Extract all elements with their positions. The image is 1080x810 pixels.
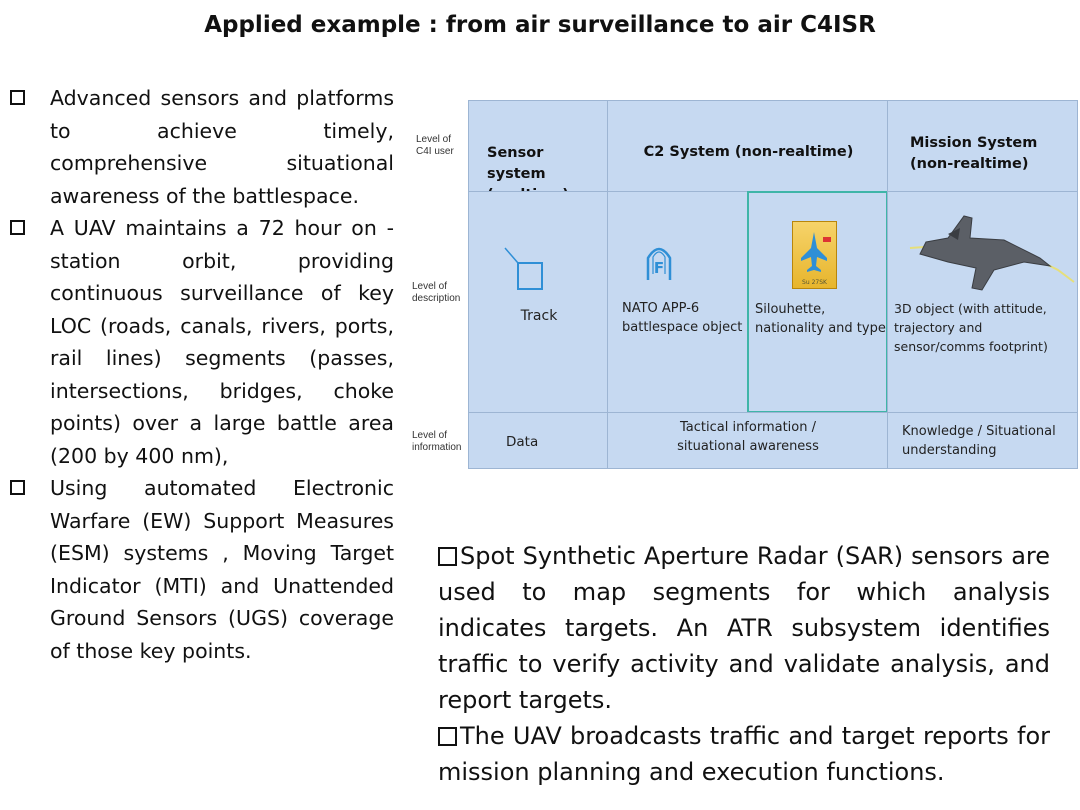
info-knowledge-label: Knowledge / Situational understanding — [902, 424, 1056, 458]
desc-cell-track: Track — [468, 191, 608, 413]
right-bullet-text: Spot Synthetic Aperture Radar (SAR) sens… — [438, 542, 1050, 714]
row-label-user: Level of C4I user — [416, 134, 454, 157]
right-bullet-item: Spot Synthetic Aperture Radar (SAR) sens… — [438, 538, 1050, 718]
checkbox-bullet-icon — [10, 220, 25, 235]
left-bullet-item: Using automated Electronic Warfare (EW) … — [10, 472, 394, 667]
left-bullet-text: A UAV maintains a 72 hour on -station or… — [50, 216, 394, 468]
info-tactical-label: Tactical information / situational aware… — [677, 420, 819, 454]
header-cell-sensor: Sensor system (realtime) — [468, 100, 608, 203]
right-bullet-list: Spot Synthetic Aperture Radar (SAR) sens… — [438, 538, 1050, 790]
checkbox-bullet-icon — [10, 480, 25, 495]
left-bullet-item: A UAV maintains a 72 hour on -station or… — [10, 212, 394, 472]
aircraft-silhouette-icon: Su 27SK — [792, 221, 837, 289]
nato-symbol-letter: F — [654, 259, 664, 277]
nato-label: NATO APP-6 battlespace object — [622, 301, 743, 335]
desc-cell-3d-object: 3D object (with attitude, trajectory and… — [887, 191, 1078, 413]
nato-symbol-icon: F — [646, 247, 672, 280]
left-bullet-item: Advanced sensors and platforms to achiev… — [10, 82, 394, 212]
right-bullet-text: The UAV broadcasts traffic and target re… — [438, 722, 1050, 786]
right-bullet-item: The UAV broadcasts traffic and target re… — [438, 718, 1050, 790]
header-c2-label: C2 System (non-realtime) — [643, 144, 854, 160]
object3d-label: 3D object (with attitude, trajectory and… — [894, 301, 1048, 354]
checkbox-bullet-icon — [438, 547, 457, 566]
row-label-description: Level of description — [412, 281, 461, 304]
fighter-jet-icon — [909, 215, 1075, 291]
header-mission-label: Mission System (non-realtime) — [910, 135, 1038, 172]
slide-title: Applied example : from air surveillance … — [204, 12, 876, 38]
track-label: Track — [520, 308, 558, 324]
info-cell-knowledge: Knowledge / Situational understanding — [887, 412, 1078, 469]
checkbox-bullet-icon — [438, 727, 457, 746]
checkbox-bullet-icon — [10, 90, 25, 105]
desc-cell-nato: F NATO APP-6 battlespace object — [607, 191, 748, 413]
header-cell-mission: Mission System (non-realtime) — [887, 100, 1078, 192]
header-cell-c2: C2 System (non-realtime) — [607, 100, 888, 192]
c4isr-levels-table: Level of C4I user Level of description L… — [410, 98, 1078, 470]
info-cell-data: Data — [468, 412, 608, 469]
left-bullet-text: Using automated Electronic Warfare (EW) … — [50, 476, 394, 663]
silhouette-caption: Su 27SK — [802, 279, 827, 286]
left-bullet-list: Advanced sensors and platforms to achiev… — [10, 82, 394, 667]
silhouette-label: Silouhette, nationality and type — [755, 302, 886, 336]
info-cell-tactical: Tactical information / situational aware… — [607, 412, 888, 469]
left-bullet-text: Advanced sensors and platforms to achiev… — [50, 86, 394, 208]
info-data-label: Data — [506, 434, 539, 450]
track-icon — [504, 247, 543, 290]
row-label-information: Level of information — [412, 430, 462, 453]
desc-cell-silhouette: Su 27SK Silouhette, nationality and type — [747, 191, 888, 413]
